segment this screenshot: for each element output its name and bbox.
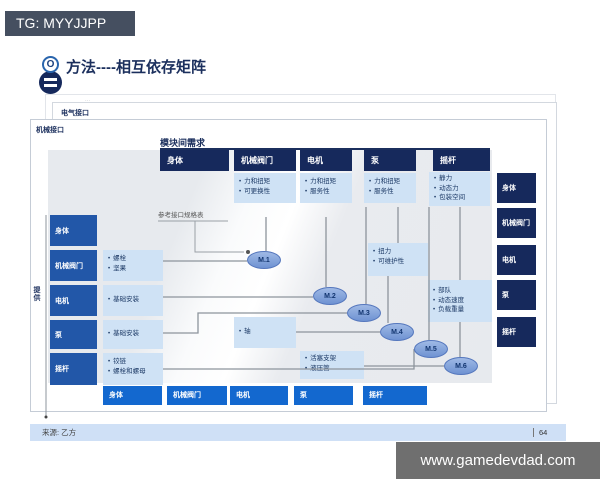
provider-item: 螺栓和螺母 xyxy=(108,367,160,377)
footer-label-motor: 电机 xyxy=(230,386,288,405)
row-label-valve: 机械阀门 xyxy=(50,250,97,281)
column-header-pump: 泵 xyxy=(364,150,416,171)
footer-label-rocker: 摇杆 xyxy=(363,386,427,405)
interface-node-m6: M.6 xyxy=(444,357,478,375)
right-label-pump: 泵 xyxy=(497,280,536,310)
front-page-label: 机械接口 xyxy=(36,127,64,134)
req-item: 动态力 xyxy=(434,184,487,194)
provider-item: 基础安装 xyxy=(108,295,160,305)
mid-item: 部队 xyxy=(433,286,489,296)
mid-item: 液压管 xyxy=(305,364,361,374)
provider-cell-motor: 基础安装 xyxy=(103,285,163,316)
provider-item: 基础安装 xyxy=(108,329,160,339)
back-page-label: 电气接口 xyxy=(61,110,89,117)
site-watermark-bar: www.gamedevdad.com xyxy=(396,442,600,479)
column-header-motor: 电机 xyxy=(300,150,352,171)
row-label-body: 身体 xyxy=(50,215,97,246)
mid-item: 可维护性 xyxy=(373,257,425,267)
mid-item: 动态速度 xyxy=(433,296,489,306)
telegram-handle: TG: MYYJJPP xyxy=(16,15,107,31)
slide-footer-bar: 来源: 乙方 64 xyxy=(30,424,566,441)
interface-node-m5: M.5 xyxy=(414,340,448,358)
stripe-bar xyxy=(44,84,57,87)
row-label-rocker: 摇杆 xyxy=(50,353,97,385)
source-text: 来源: 乙方 xyxy=(42,428,77,437)
provider-item: 铰链 xyxy=(108,357,160,367)
matrix-header: 模块间需求 xyxy=(160,138,206,148)
req-item: 可更换性 xyxy=(239,187,293,197)
req-item: 力和扭矩 xyxy=(369,177,413,187)
req-item: 力和扭矩 xyxy=(239,177,293,187)
site-watermark-text: www.gamedevdad.com xyxy=(420,452,576,469)
stripes-circle-icon xyxy=(39,71,62,94)
footer-label-pump: 泵 xyxy=(294,386,353,405)
section-number-label: O xyxy=(46,59,55,70)
row-label-motor: 电机 xyxy=(50,285,97,316)
footer-label-valve: 机械阀门 xyxy=(167,386,227,405)
provider-item: 螺栓 xyxy=(108,254,160,264)
page-title: 方法----相互依存矩阵 xyxy=(66,59,206,76)
mid-item: 扭力 xyxy=(373,247,425,257)
right-label-rocker: 摇杆 xyxy=(497,317,536,347)
provider-cell-rocker: 铰链 螺栓和螺母 xyxy=(103,353,163,385)
column-header-body: 身体 xyxy=(160,150,229,171)
mid-cell-shaft: 轴 xyxy=(234,317,296,348)
req-cell-rocker: 静力 动态力 包装空间 xyxy=(429,172,490,206)
req-item: 静力 xyxy=(434,174,487,184)
provider-cell-valve: 螺栓 坚果 xyxy=(103,250,163,281)
right-label-body: 身体 xyxy=(497,173,536,203)
req-item: 服务性 xyxy=(369,187,413,197)
interface-node-m3: M.3 xyxy=(347,304,381,322)
telegram-watermark-bar: TG: MYYJJPP xyxy=(5,11,135,36)
mid-cell-piston: 活塞支架 液压管 xyxy=(300,351,364,379)
spec-table-annotation: 参考接口规格表 xyxy=(158,212,204,219)
tiny-note: ··· xyxy=(85,98,90,104)
req-item: 服务性 xyxy=(305,187,349,197)
mid-cell-torque: 扭力 可维护性 xyxy=(368,243,428,276)
page-number: 64 xyxy=(539,428,548,437)
req-cell-pump: 力和扭矩 服务性 xyxy=(364,173,416,203)
provider-item: 坚果 xyxy=(108,264,160,274)
matrix-header-underline xyxy=(160,148,490,150)
stripe-bar xyxy=(44,78,57,81)
footer-label-body: 身体 xyxy=(103,386,162,405)
req-cell-valve: 力和扭矩 可更换性 xyxy=(234,173,296,203)
column-header-valve: 机械阀门 xyxy=(234,150,296,171)
mid-cell-forces: 部队 动态速度 负载重量 xyxy=(428,280,492,322)
row-label-pump: 泵 xyxy=(50,320,97,349)
interface-node-m1: M.1 xyxy=(247,251,281,269)
right-label-valve: 机械阀门 xyxy=(497,208,536,238)
req-item: 力和扭矩 xyxy=(305,177,349,187)
req-item: 包装空间 xyxy=(434,193,487,203)
page-number-divider xyxy=(533,428,534,437)
right-label-motor: 电机 xyxy=(497,245,536,275)
mid-item: 轴 xyxy=(239,327,293,337)
provider-cell-pump: 基础安装 xyxy=(103,320,163,349)
interface-node-m4: M.4 xyxy=(380,323,414,341)
mid-item: 负载重量 xyxy=(433,305,489,315)
interface-node-m2: M.2 xyxy=(313,287,347,305)
mid-item: 活塞支架 xyxy=(305,354,361,364)
req-cell-motor: 力和扭矩 服务性 xyxy=(300,173,352,203)
column-header-rocker: 摇杆 xyxy=(433,150,490,171)
left-axis-label: 提供 xyxy=(33,286,40,302)
section-number-icon: O xyxy=(42,56,59,73)
